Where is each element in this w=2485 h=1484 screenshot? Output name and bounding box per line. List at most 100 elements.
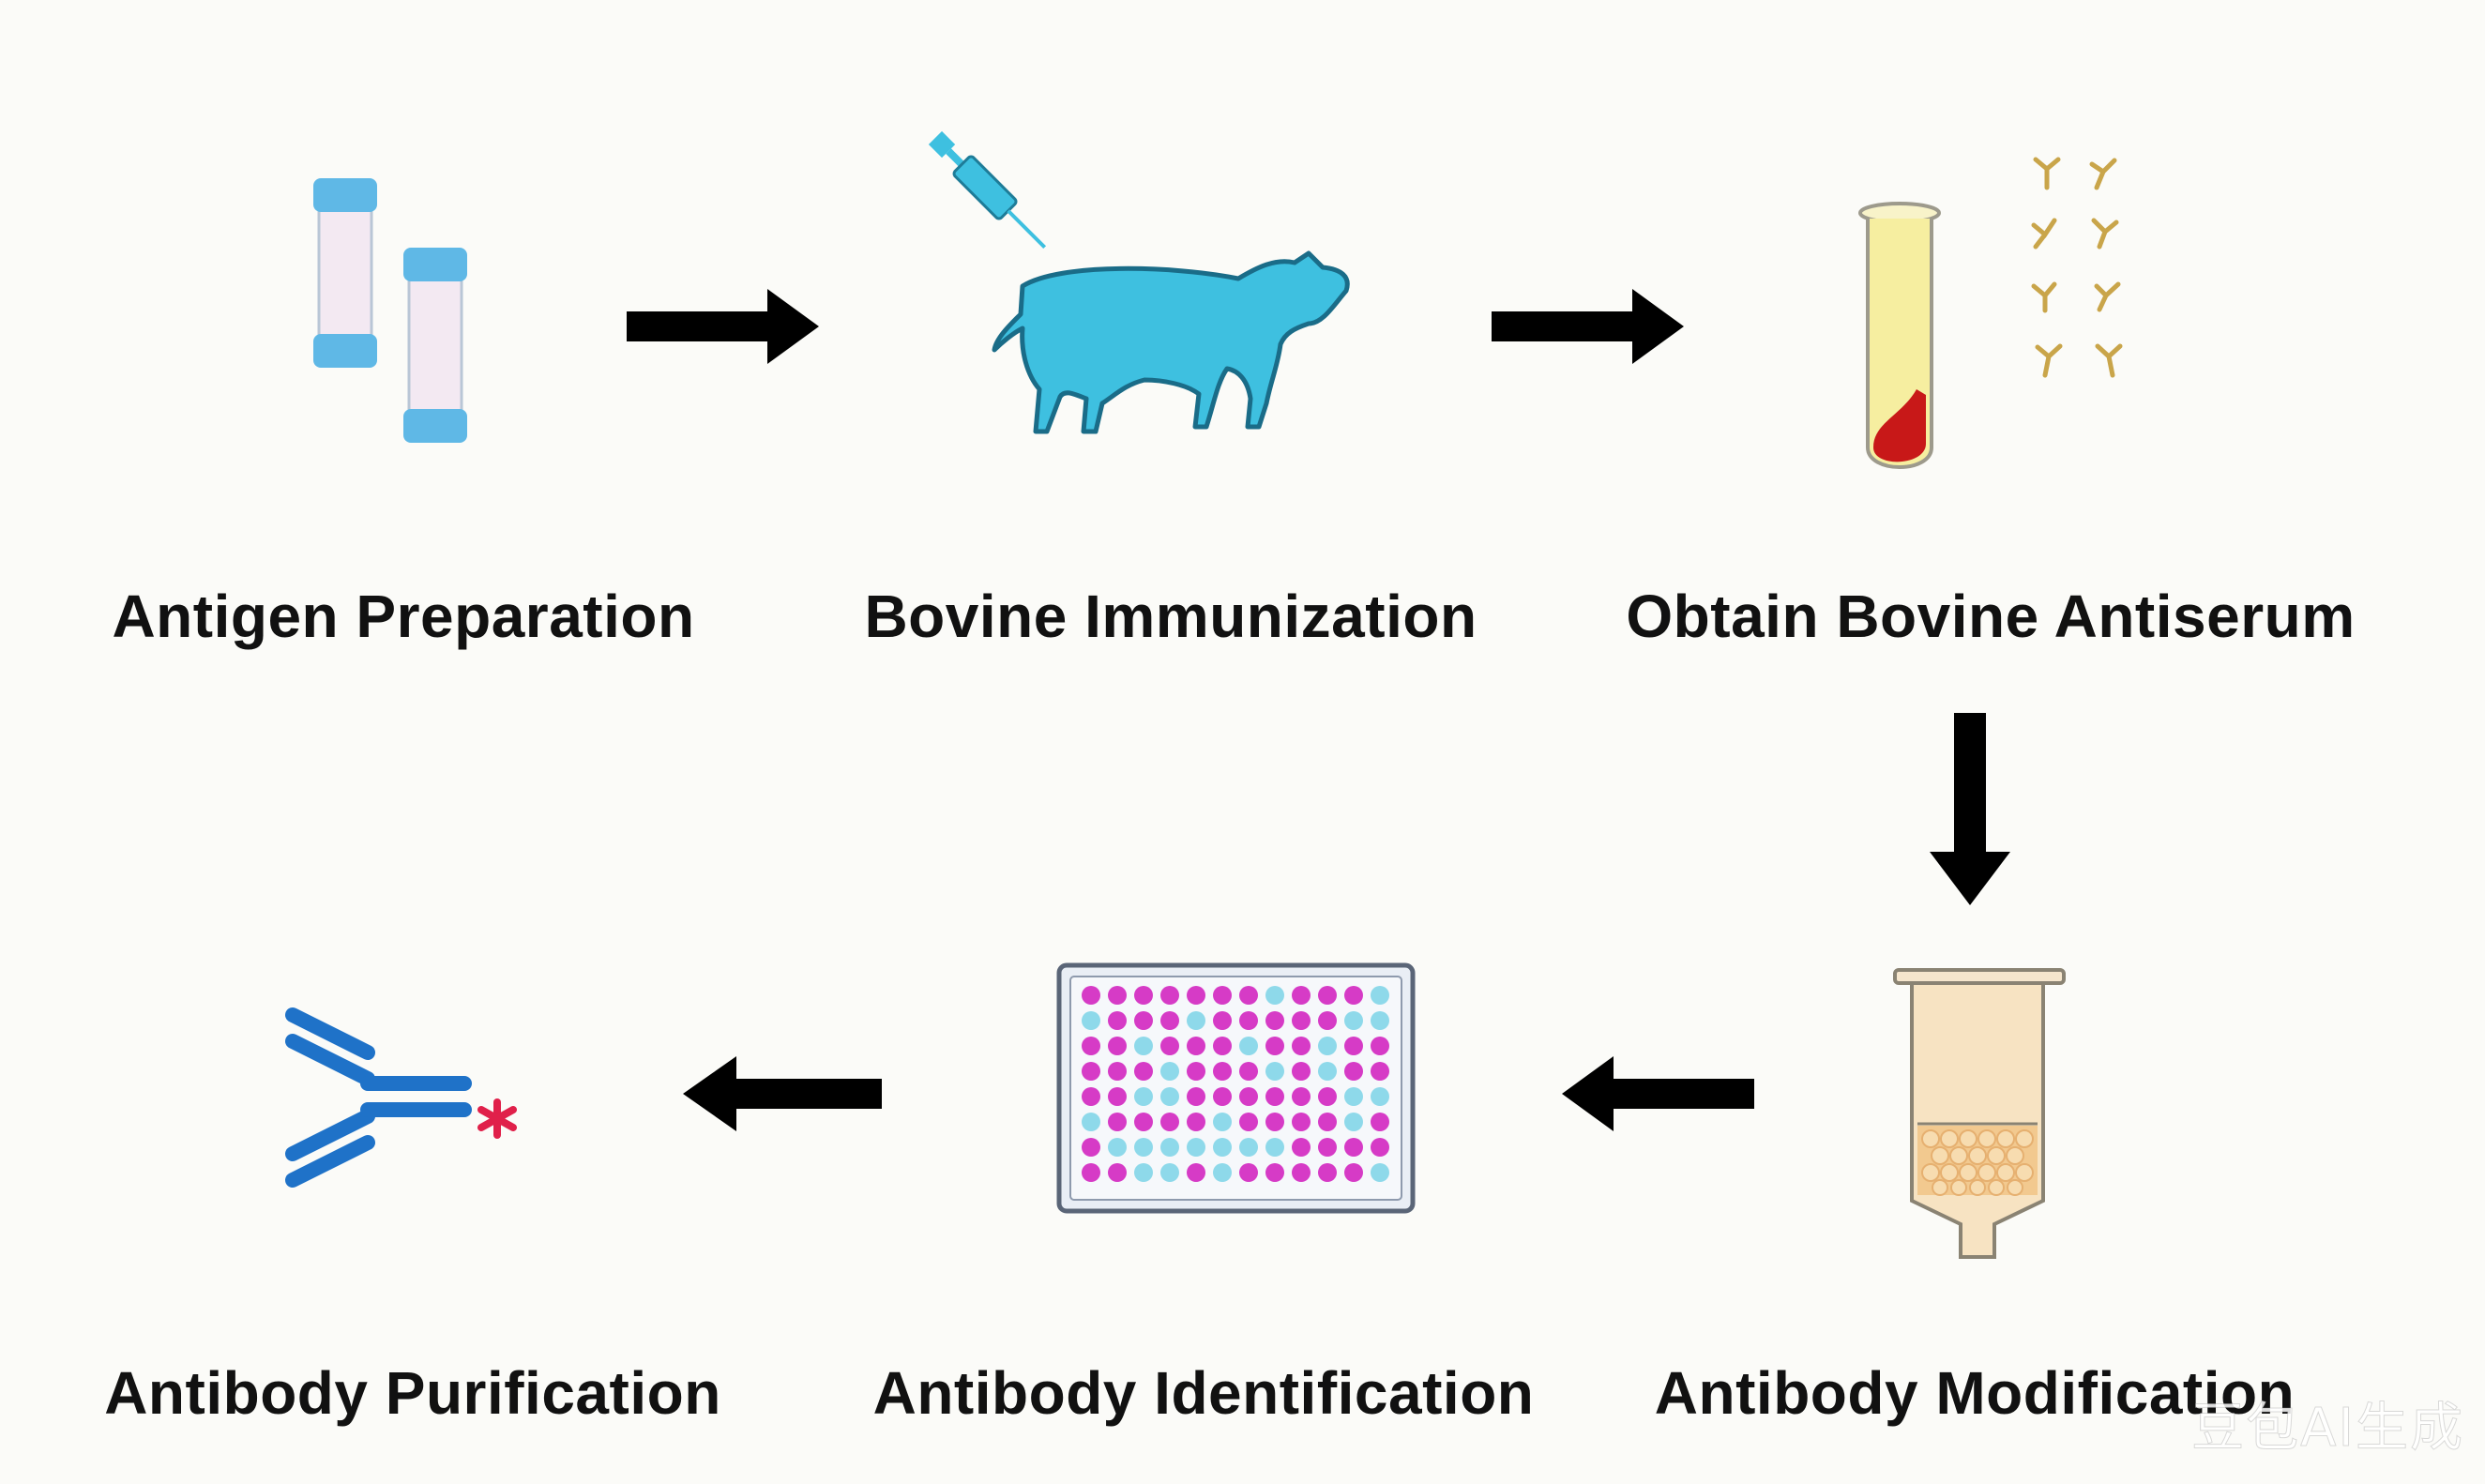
well [1187, 986, 1205, 1005]
well [1265, 1087, 1284, 1106]
well [1213, 986, 1232, 1005]
well [1292, 1163, 1311, 1182]
well [1371, 1062, 1389, 1081]
arrow-right-icon [1492, 289, 1684, 364]
step-label-obtain-bovine-antiserum: Obtain Bovine Antiserum [1626, 583, 2356, 650]
step-label-antibody-purification: Antibody Purification [104, 1359, 721, 1427]
well [1134, 1163, 1153, 1182]
well [1292, 1037, 1311, 1055]
well [1134, 1138, 1153, 1157]
well [1187, 1113, 1205, 1131]
well [1082, 1138, 1100, 1157]
well [1082, 1062, 1100, 1081]
well [1371, 1163, 1389, 1182]
well [1292, 1011, 1311, 1030]
well [1082, 1037, 1100, 1055]
well [1292, 1113, 1311, 1131]
well [1082, 1113, 1100, 1131]
well [1265, 1062, 1284, 1081]
well [1108, 1138, 1127, 1157]
well [1292, 1138, 1311, 1157]
well [1239, 1062, 1258, 1081]
well [1187, 1087, 1205, 1106]
well [1239, 986, 1258, 1005]
step-label-antigen-preparation: Antigen Preparation [112, 583, 695, 650]
well [1371, 986, 1389, 1005]
arrow-down-icon [1930, 713, 2010, 905]
well [1160, 1138, 1179, 1157]
well [1344, 1062, 1363, 1081]
well [1371, 1087, 1389, 1106]
well [1213, 1113, 1232, 1131]
well [1187, 1062, 1205, 1081]
well [1213, 1138, 1232, 1157]
well [1318, 1011, 1337, 1030]
well [1213, 1062, 1232, 1081]
well [1160, 1163, 1179, 1182]
well [1213, 1037, 1232, 1055]
well [1344, 1087, 1363, 1106]
well [1371, 1138, 1389, 1157]
well [1292, 1087, 1311, 1106]
labeled-antibody-icon [285, 1007, 517, 1188]
well [1160, 1037, 1179, 1055]
well [1160, 1087, 1179, 1106]
well [1265, 1037, 1284, 1055]
well [1265, 1113, 1284, 1131]
step-label-antibody-identification: Antibody Identification [872, 1359, 1535, 1427]
well [1318, 1163, 1337, 1182]
well [1108, 1113, 1127, 1131]
well [1344, 1011, 1363, 1030]
well [1318, 986, 1337, 1005]
well [1239, 1138, 1258, 1157]
well [1082, 1087, 1100, 1106]
well [1239, 1113, 1258, 1131]
well [1292, 986, 1311, 1005]
well [1134, 1011, 1153, 1030]
well [1082, 986, 1100, 1005]
well [1134, 1113, 1153, 1131]
well [1187, 1163, 1205, 1182]
well [1134, 1087, 1153, 1106]
purification-column-icon [1893, 968, 2066, 1259]
well [1082, 1163, 1100, 1182]
well [1108, 1087, 1127, 1106]
well [1213, 1011, 1232, 1030]
well [1318, 1062, 1337, 1081]
well [1318, 1138, 1337, 1157]
well [1213, 1163, 1232, 1182]
watermark: 豆包AI生成 [2191, 1398, 2464, 1460]
well [1344, 1138, 1363, 1157]
well [1108, 1011, 1127, 1030]
well [1187, 1037, 1205, 1055]
well [1134, 1037, 1153, 1055]
well [1160, 986, 1179, 1005]
antigen-vials-icon [313, 178, 467, 443]
well [1239, 1087, 1258, 1106]
arrow-right-icon [627, 289, 819, 364]
well [1187, 1011, 1205, 1030]
well [1292, 1062, 1311, 1081]
arrow-left-icon [683, 1056, 882, 1131]
well [1160, 1011, 1179, 1030]
arrow-left-icon [1562, 1056, 1754, 1131]
well [1265, 1163, 1284, 1182]
well [1134, 986, 1153, 1005]
well [1371, 1113, 1389, 1131]
well [1344, 986, 1363, 1005]
step-label-bovine-immunization: Bovine Immunization [864, 583, 1477, 650]
well [1187, 1138, 1205, 1157]
well [1344, 1163, 1363, 1182]
well [1318, 1113, 1337, 1131]
blood-test-tube-icon [1858, 202, 1941, 469]
well [1344, 1113, 1363, 1131]
syringe-icon [928, 130, 1047, 250]
well [1108, 1037, 1127, 1055]
well [1239, 1037, 1258, 1055]
well [1371, 1037, 1389, 1055]
well [1213, 1087, 1232, 1106]
well [1344, 1037, 1363, 1055]
well [1265, 986, 1284, 1005]
well [1108, 1062, 1127, 1081]
